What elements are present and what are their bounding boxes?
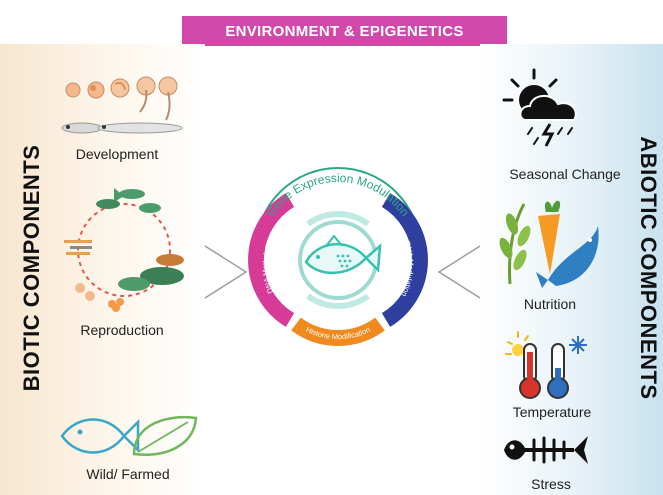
fish-and-leaf-icon <box>60 415 198 456</box>
reproduction-label: Reproduction <box>80 322 164 338</box>
gene-expression-wheel: Gene Expression Modulation DNA Methylati… <box>248 167 428 346</box>
temperature-label: Temperature <box>512 404 592 420</box>
ncrna-modulation-segment <box>381 193 428 327</box>
thermometer-sun-snow-icon <box>505 331 587 399</box>
histone-modification-segment <box>291 317 385 346</box>
seasonal-change-label: Seasonal Change <box>509 166 621 182</box>
sun-cloud-storm-icon <box>502 68 577 147</box>
wheat-carrot-fish-icon <box>499 200 599 288</box>
fish-embryo-development-icon <box>61 76 183 134</box>
fish-icon <box>304 234 382 275</box>
fish-skeleton-icon <box>504 436 588 464</box>
development-label: Development <box>75 146 159 162</box>
wild-farmed-label: Wild/ Farmed <box>86 466 170 482</box>
fish-life-cycle-icon <box>64 188 184 312</box>
nutrition-label: Nutrition <box>523 296 577 312</box>
banner-title: ENVIRONMENT & EPIGENETICS <box>182 16 507 46</box>
stress-label: Stress <box>531 476 571 492</box>
dna-methylation-segment <box>248 193 295 327</box>
